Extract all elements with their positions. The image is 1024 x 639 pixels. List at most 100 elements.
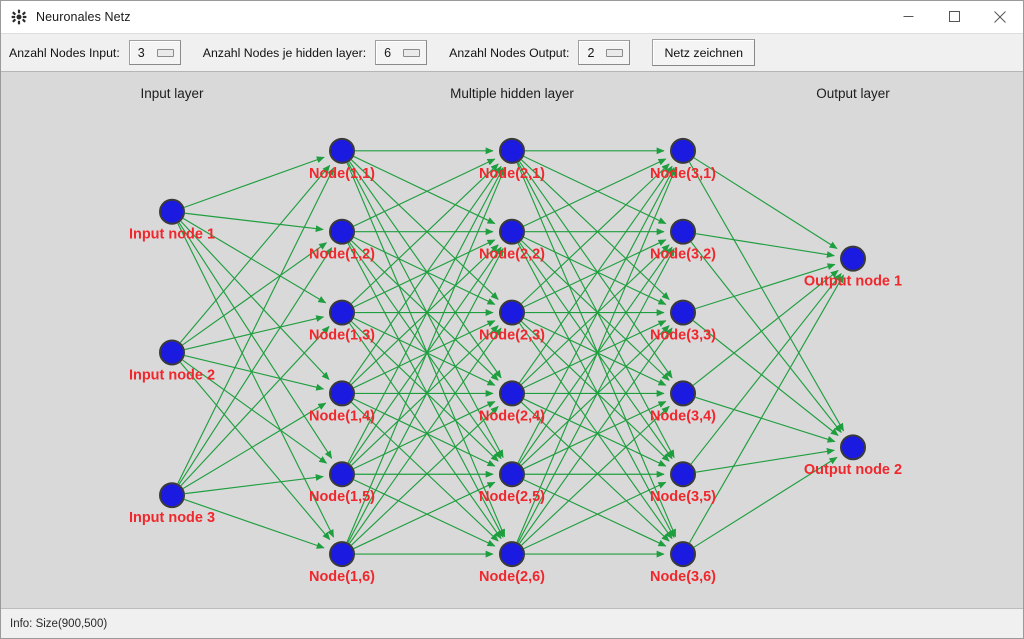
node-hidden-1-1[interactable] [329,137,355,164]
maximize-button[interactable] [931,1,977,33]
edges-group [177,147,845,558]
connection-edge [347,242,504,538]
connection-edge [517,247,675,543]
hidden-nodes-value: 6 [384,45,392,60]
node-label-hidden-2-2: Node(2,2) [479,247,545,263]
node-hidden-2-1[interactable] [499,137,525,164]
node-label-hidden-1-6: Node(1,6) [309,569,375,585]
connection-edge [523,239,667,308]
connection-edge [519,161,673,379]
node-hidden-1-5[interactable] [329,461,355,488]
node-label-hidden-1-2: Node(1,2) [309,247,375,263]
spinner-handle-icon[interactable] [403,48,421,57]
connection-edge [519,241,673,460]
node-input-1[interactable] [159,198,185,225]
node-label-hidden-3-2: Node(3,2) [650,247,716,263]
connection-edge [353,320,496,389]
node-hidden-3-1[interactable] [670,137,696,164]
connection-edge [351,405,499,546]
connection-edge [521,240,670,381]
connection-edge [351,244,499,385]
connection-edge [523,401,667,470]
connection-edge [523,317,667,386]
node-hidden-2-2[interactable] [499,218,525,245]
node-label-input-2: Input node 2 [129,367,215,383]
toolbar: Anzahl Nodes Input: 3 Anzahl Nodes je hi… [1,33,1023,72]
connection-edge [517,242,675,538]
connection-edge [517,167,675,464]
node-input-2[interactable] [159,339,185,366]
connection-edge [523,155,667,225]
connection-edge [348,165,502,384]
node-hidden-1-4[interactable] [329,380,355,407]
connection-edge [523,158,667,227]
node-hidden-1-6[interactable] [329,541,355,568]
connection-edge [688,274,845,544]
connection-edge [695,448,835,473]
hidden-nodes-spinner[interactable]: 6 [375,40,428,65]
output-nodes-spinner[interactable]: 2 [578,40,631,65]
connection-edge [519,165,673,384]
node-hidden-3-6[interactable] [670,541,696,568]
status-info-text: Info: Size(900,500) [10,617,108,630]
connection-edge [523,236,667,305]
node-label-hidden-2-3: Node(2,3) [479,328,545,344]
connection-edge [351,159,499,300]
node-hidden-2-6[interactable] [499,541,525,568]
connection-edge [180,220,330,381]
connection-edge [182,402,327,490]
spinner-handle-icon[interactable] [156,48,174,57]
connection-edge [521,405,670,546]
draw-network-button[interactable]: Netz zeichnen [652,39,755,66]
connection-edge [353,155,496,225]
minimize-button[interactable] [885,1,931,33]
connection-edge [353,236,496,305]
node-label-hidden-3-5: Node(3,5) [650,489,716,505]
node-hidden-2-4[interactable] [499,380,525,407]
connection-edge [184,498,325,549]
node-output-1[interactable] [840,245,866,272]
node-hidden-1-3[interactable] [329,299,355,326]
node-hidden-2-3[interactable] [499,299,525,326]
connection-edge [521,325,670,466]
spinner-handle-icon[interactable] [606,48,624,57]
node-hidden-3-3[interactable] [670,299,696,326]
output-nodes-label: Anzahl Nodes Output: [449,45,570,60]
node-label-output-2: Output node 2 [804,462,902,478]
node-label-hidden-1-4: Node(1,4) [309,408,375,424]
connection-edge [695,233,835,258]
input-nodes-spinner[interactable]: 3 [128,40,181,65]
connection-edge [346,167,506,543]
connection-edge [351,240,499,381]
node-output-2[interactable] [840,434,866,461]
connection-edge [353,317,496,386]
layer-title-1: Multiple hidden layer [450,86,574,101]
node-hidden-3-5[interactable] [670,461,696,488]
connection-edge [351,163,499,305]
node-label-hidden-2-5: Node(2,5) [479,489,545,505]
connection-edge [519,322,673,540]
connection-edge [516,167,677,543]
title-bar: Neuronales Netz [1,1,1023,33]
connection-edge [693,157,838,249]
node-label-input-3: Input node 3 [129,510,215,526]
connection-edge [521,159,670,300]
close-button[interactable] [977,1,1023,33]
connection-edge [692,269,839,386]
connection-edge [523,479,667,547]
connection-edge [177,167,335,484]
node-hidden-3-4[interactable] [670,380,696,407]
connection-edge [178,247,333,485]
node-hidden-3-2[interactable] [670,218,696,245]
connection-edge [690,273,842,465]
output-nodes-value: 2 [587,45,595,60]
connection-edge [349,322,502,540]
node-hidden-2-5[interactable] [499,461,525,488]
node-hidden-1-2[interactable] [329,218,355,245]
connection-edge [179,362,331,541]
node-input-3[interactable] [159,482,185,509]
gear-icon [10,8,28,26]
